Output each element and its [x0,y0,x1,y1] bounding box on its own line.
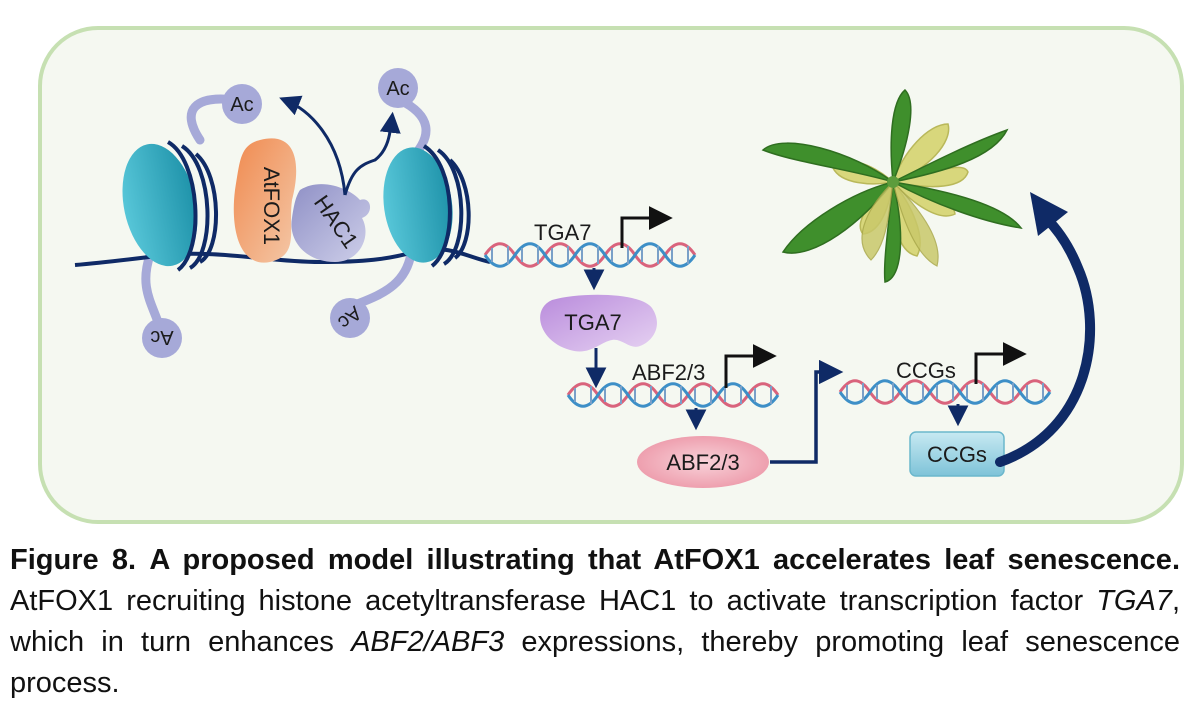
acetyl-group-4: Ac [330,298,370,338]
svg-text:AtFOX1: AtFOX1 [259,167,284,245]
figure-caption: Figure 8. A proposed model illustrating … [10,540,1180,704]
senescence-arrow [995,213,1096,467]
svg-text:Ac: Ac [150,326,173,348]
caption-body-1: AtFOX1 recruiting histone acetyltransfer… [10,585,1097,617]
abf-promoter-arrow [724,344,777,388]
caption-tga7: TGA7 [1096,585,1172,617]
tga7-protein: TGA7 [540,294,657,352]
caption-abf: ABF2/ABF3 [351,626,505,658]
dna-helix-abf [566,382,780,408]
svg-text:Ac: Ac [230,94,253,116]
caption-body-3: expressions, thereby promoting leaf sene… [10,626,1181,699]
caption-title: A proposed model illustrating that AtFOX… [149,544,1180,576]
svg-text:TGA7: TGA7 [564,310,621,335]
senescing-plant [761,88,1023,283]
tga7-promoter-arrow [620,206,673,248]
abf-to-ccg-arrow [770,359,844,464]
nucleosome-right [383,144,471,268]
dna-helix-ccg [838,379,1052,405]
caption-body-2: , which in turn enhances [10,585,1180,658]
ccg-promoter-arrow [974,342,1027,384]
abf-protein: ABF2/3 [637,436,769,488]
svg-text:ABF2/3: ABF2/3 [666,450,739,475]
acetyl-group-2: Ac [378,68,418,108]
dna-helix-tga7 [483,242,697,268]
acetylation-arrows [279,95,401,196]
model-diagram: Ac Ac Ac Ac AtFOX1 HAC1 [38,26,1184,524]
svg-text:Ac: Ac [386,78,409,100]
ccg-gene-label: CCGs [896,358,956,383]
atfox1-protein: AtFOX1 [233,138,297,263]
acetyl-group-3: Ac [142,318,182,358]
ccg-protein: CCGs [909,431,1005,477]
acetyl-group-1: Ac [222,84,262,124]
hac1-protein: HAC1 [291,184,371,262]
nucleosome-left [122,140,218,272]
abf-gene-label: ABF2/3 [632,360,705,385]
figure-label: Figure 8. [10,544,137,576]
tga7-gene-label: TGA7 [534,220,591,245]
svg-text:CCGs: CCGs [927,442,987,467]
senescence-arrowhead [1030,192,1068,236]
